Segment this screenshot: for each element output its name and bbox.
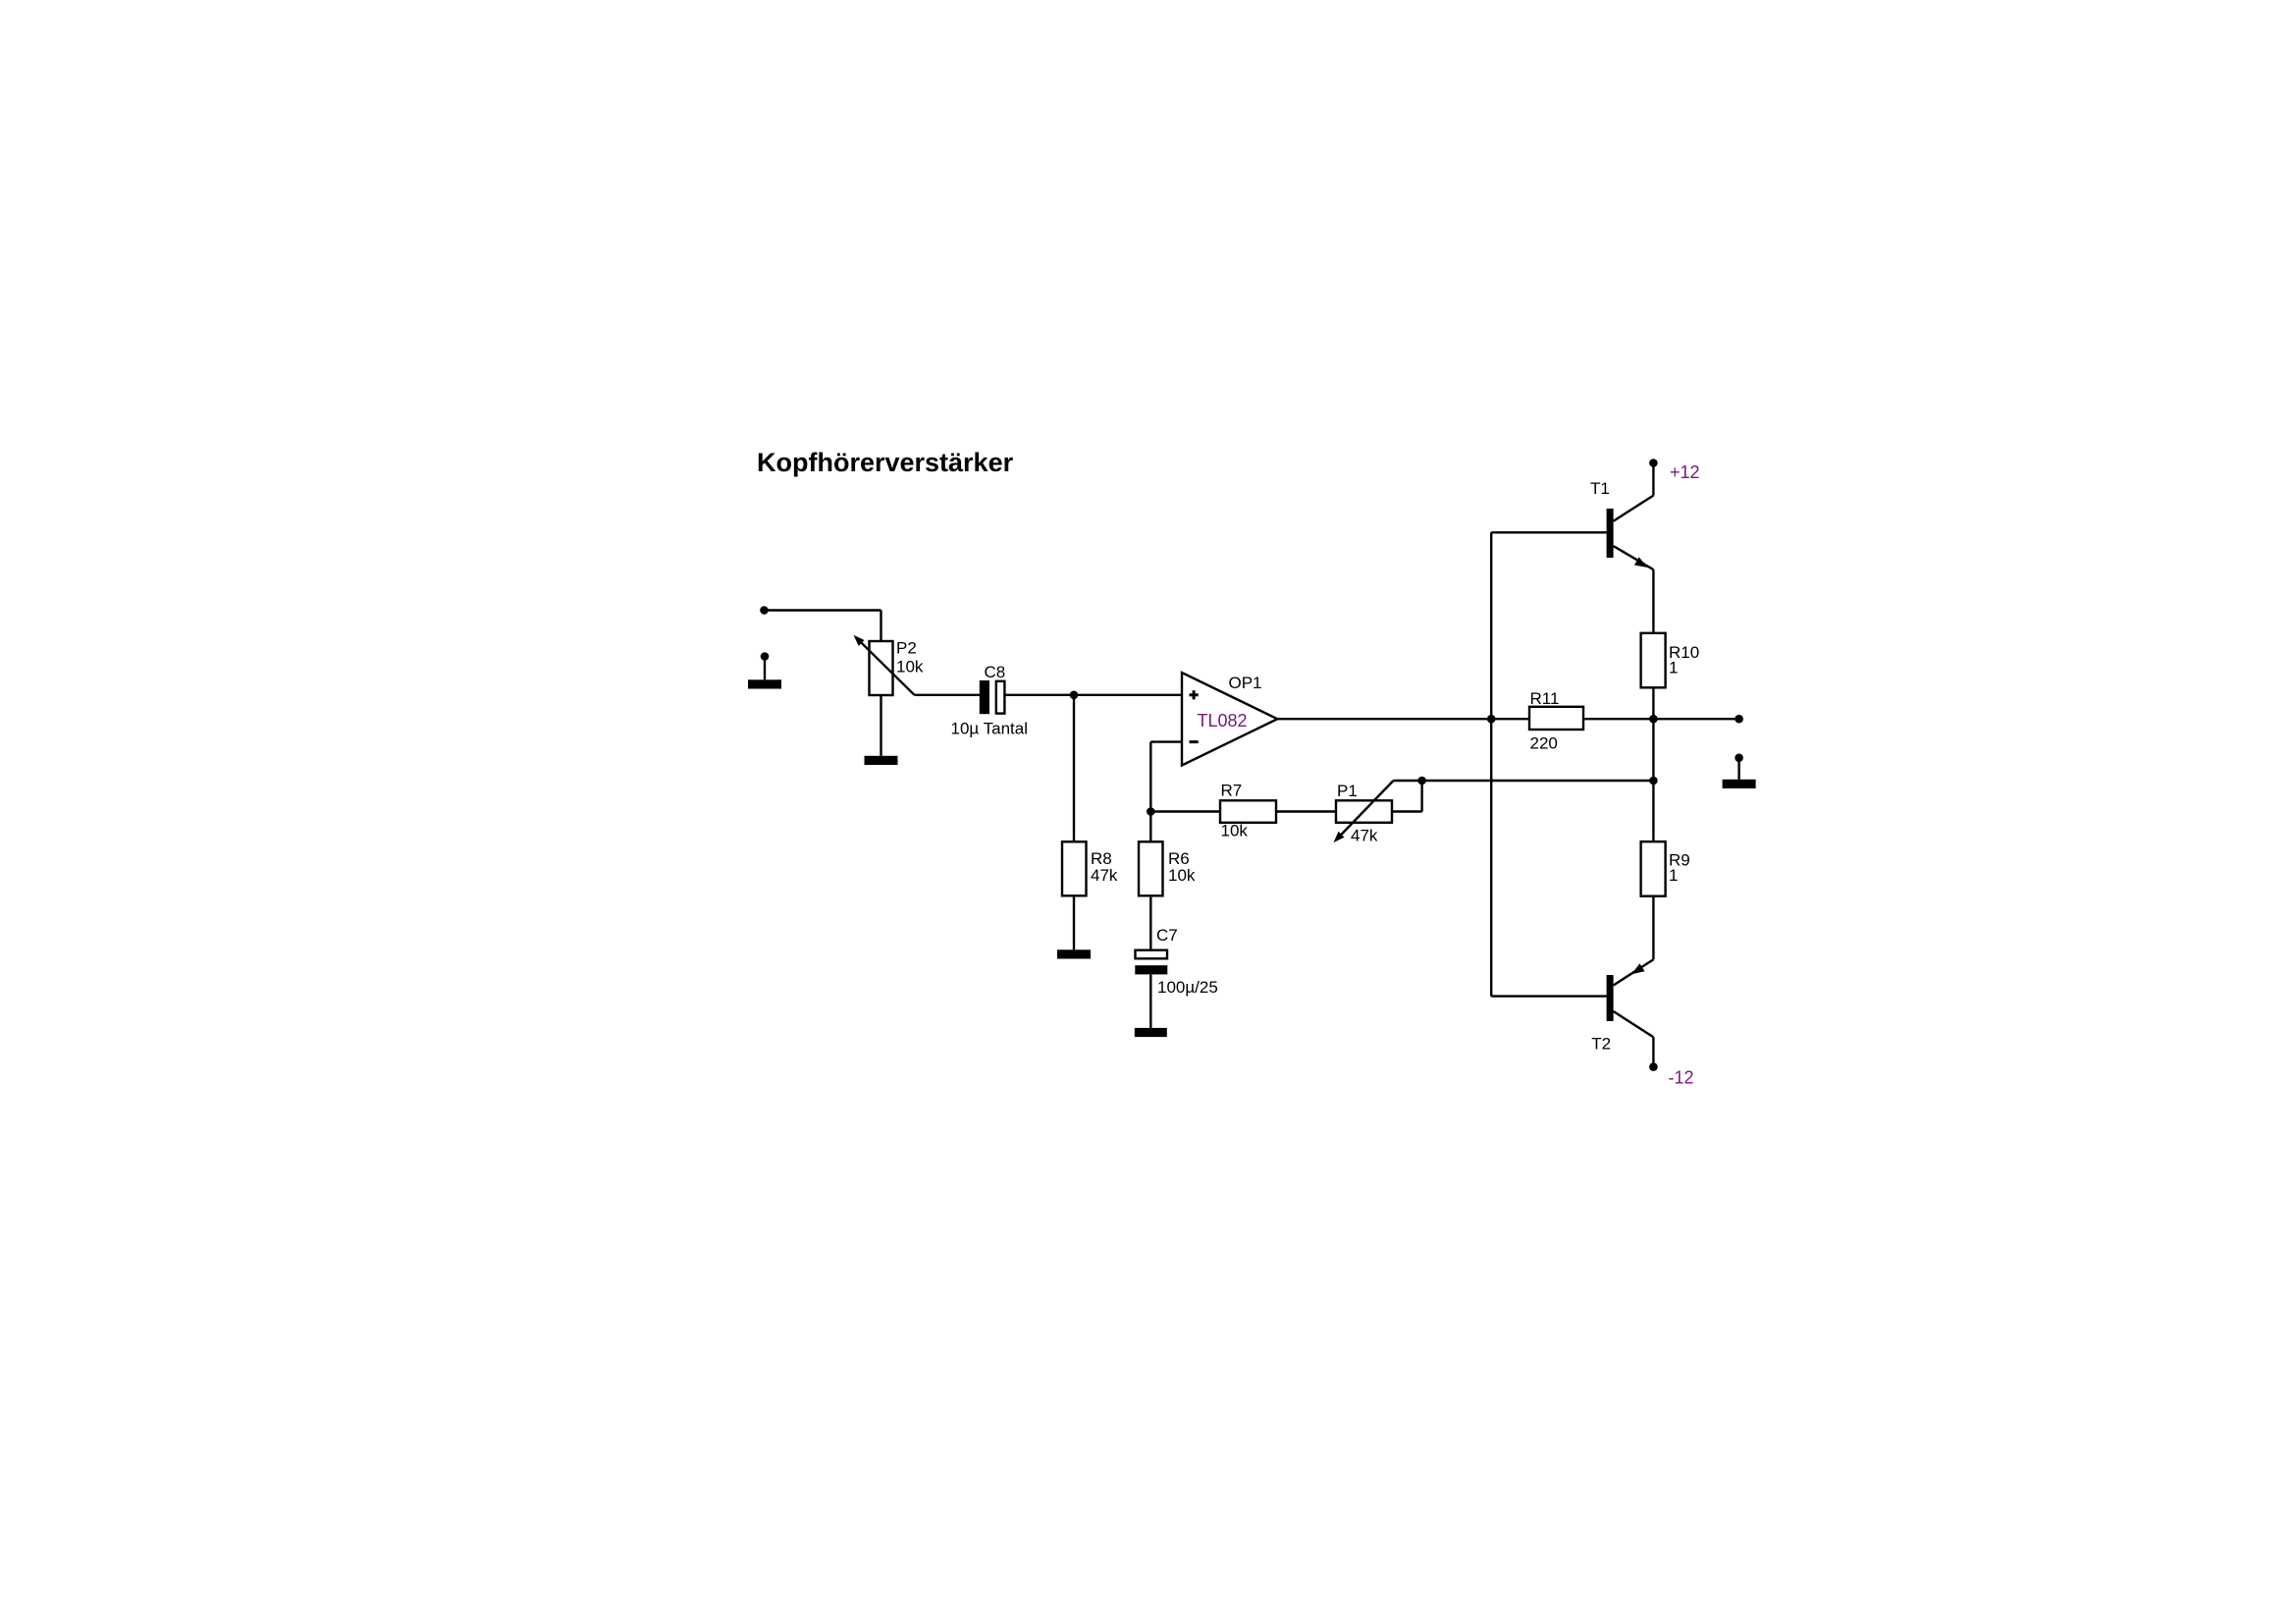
svg-text:1: 1 xyxy=(1669,866,1678,885)
svg-text:R8: R8 xyxy=(1091,849,1112,868)
svg-text:47k: 47k xyxy=(1351,826,1378,844)
svg-text:Kopfhörerverstärker: Kopfhörerverstärker xyxy=(757,448,1014,477)
svg-text:R9: R9 xyxy=(1669,851,1690,870)
svg-text:R10: R10 xyxy=(1669,643,1699,662)
svg-text:10k: 10k xyxy=(896,658,924,677)
svg-text:C8: C8 xyxy=(985,663,1006,681)
svg-text:1: 1 xyxy=(1669,659,1678,677)
svg-text:+12: +12 xyxy=(1670,462,1700,482)
svg-text:10k: 10k xyxy=(1221,822,1249,840)
svg-text:47k: 47k xyxy=(1091,866,1118,885)
svg-text:C7: C7 xyxy=(1156,926,1178,945)
svg-text:R11: R11 xyxy=(1530,689,1560,708)
svg-text:T1: T1 xyxy=(1590,479,1610,498)
svg-text:P2: P2 xyxy=(896,639,917,658)
svg-text:P1: P1 xyxy=(1337,782,1358,800)
svg-text:T2: T2 xyxy=(1591,1035,1611,1054)
svg-text:TL082: TL082 xyxy=(1198,711,1248,731)
svg-text:220: 220 xyxy=(1530,734,1558,753)
svg-text:10µ Tantal: 10µ Tantal xyxy=(951,720,1028,738)
svg-text:-12: -12 xyxy=(1669,1068,1694,1088)
svg-text:R6: R6 xyxy=(1168,849,1190,868)
svg-text:R7: R7 xyxy=(1221,782,1243,800)
svg-text:100µ/25: 100µ/25 xyxy=(1157,978,1218,997)
svg-text:OP1: OP1 xyxy=(1229,674,1262,692)
svg-text:10k: 10k xyxy=(1168,866,1196,885)
